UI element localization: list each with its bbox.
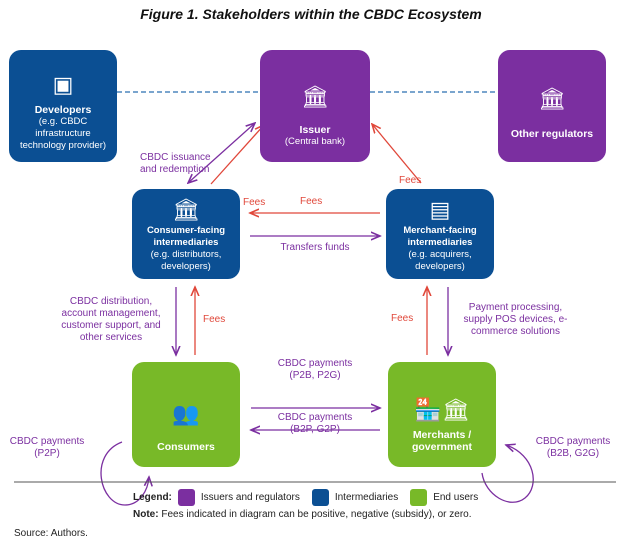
source: Source: Authors. — [14, 528, 88, 539]
regulators-label: Other regulators — [510, 128, 594, 140]
people-icon: 👥 — [172, 401, 200, 426]
node-consumer-intermediaries: 🏛 Consumer-facing intermediaries (e.g. d… — [132, 189, 240, 279]
arrow-fees-to-issuer-right — [372, 124, 422, 184]
legend-item-end-users: End users — [433, 492, 479, 504]
label-processing: Payment processing, supply POS devices, … — [463, 302, 568, 337]
node-merchant-intermediaries: ▤ Merchant-facing intermediaries (e.g. a… — [386, 189, 494, 279]
developers-label: Developers — [34, 104, 92, 116]
bank-coins-icon: 🏛 — [172, 197, 200, 222]
figure-title: Figure 1. Stakeholders within the CBDC E… — [140, 6, 482, 22]
label-fees-horizontal: Fees — [300, 196, 323, 207]
consumer-int-label: Consumer-facing intermediaries — [146, 225, 226, 248]
label-fees-merchants: Fees — [391, 313, 414, 324]
store-government-icon: 🏪🏛 — [414, 397, 470, 422]
note: Note: Fees indicated in diagram can be p… — [133, 509, 472, 520]
loop-b2b — [481, 445, 534, 503]
consumers-label: Consumers — [157, 441, 215, 453]
label-fees-issuer-right: Fees — [399, 175, 422, 186]
developers-sub: (e.g. CBDC infrastructure technology pro… — [19, 116, 107, 151]
label-issuance: CBDC issuance and redemption — [140, 152, 211, 175]
merchants-label: Merchants / government — [411, 429, 473, 453]
arrow-issuance — [188, 123, 255, 183]
node-merchants: 🏪🏛 Merchants / government — [388, 362, 496, 467]
label-transfers: Transfers funds — [280, 242, 350, 253]
legend-swatch-blue — [311, 489, 329, 506]
node-developers: ▣ Developers (e.g. CBDC infrastructure t… — [9, 50, 117, 162]
legend-swatch-purple — [177, 489, 195, 506]
arrow-fees-to-issuer-left — [210, 125, 264, 185]
label-b2b: CBDC payments (B2B, G2G) — [535, 436, 611, 459]
label-distribution: CBDC distribution, account management, c… — [61, 296, 161, 343]
chip-icon: ▣ — [52, 72, 74, 97]
legend-label: Legend: — [133, 492, 172, 504]
note-text: Fees indicated in diagram can be positiv… — [161, 509, 472, 520]
consumer-int-sub: (e.g. distributors, developers) — [150, 249, 222, 272]
legend-swatch-green — [410, 489, 428, 506]
loop-p2p — [100, 441, 149, 506]
label-p2b: CBDC payments (P2B, P2G) — [277, 358, 353, 381]
issuer-label: Issuer — [299, 124, 331, 136]
node-issuer: 🏛 Issuer (Central bank) — [260, 50, 370, 162]
legend-item-issuers: Issuers and regulators — [200, 492, 300, 504]
merchant-int-label: Merchant-facing intermediaries — [403, 225, 477, 248]
legend-item-intermediaries: Intermediaries — [334, 492, 399, 504]
label-b2p: CBDC payments (B2P, G2P) — [277, 412, 353, 435]
issuer-sub: (Central bank) — [284, 136, 346, 147]
merchant-int-sub: (e.g. acquirers, developers) — [408, 249, 472, 272]
node-consumers: 👥 Consumers — [132, 362, 240, 467]
node-other-regulators: 🏛 Other regulators — [498, 50, 606, 162]
label-p2p: CBDC payments (P2P) — [9, 436, 85, 459]
label-fees-issuer-left: Fees — [243, 197, 266, 208]
legend: Legend: Issuers and regulators Intermediar… — [133, 489, 478, 506]
government-buildings-icon: 🏛 — [538, 86, 566, 111]
note-label: Note: — [133, 509, 159, 520]
label-fees-consumers: Fees — [203, 314, 226, 325]
pos-terminal-icon: ▤ — [429, 197, 451, 222]
bank-icon: 🏛 — [301, 84, 329, 109]
